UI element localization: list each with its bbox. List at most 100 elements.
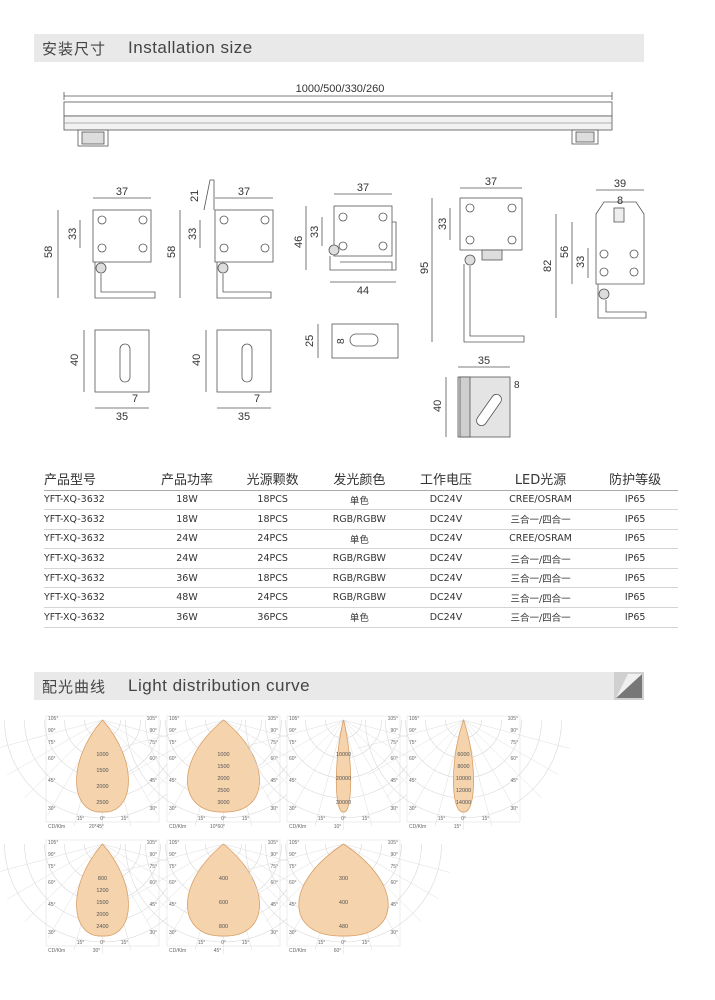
light-lobe — [187, 843, 260, 937]
table-cell: RGB/RGBW — [315, 509, 404, 530]
angle-label: 75° — [149, 740, 157, 746]
polar-curve-6: 400600800105°105°90°90°75°75°60°60°45°45… — [117, 839, 330, 954]
angle-label: 30° — [48, 930, 56, 936]
polar-grid-spoke — [128, 719, 224, 776]
unit-label: CD/Klm — [169, 948, 186, 954]
bracket5-hole: 33 — [575, 256, 587, 268]
angle-label: 30° — [270, 806, 278, 812]
section-header-light-distribution: 配光曲线 Light distribution curve — [34, 672, 644, 700]
angle-label: 45° — [390, 902, 398, 908]
angle-label: 90° — [169, 728, 177, 734]
section-header-installation: 安装尺寸 Installation size — [34, 34, 644, 62]
table-cell: 48W — [144, 587, 230, 609]
angle-label: 45° — [149, 778, 157, 784]
angle-label: 60° — [289, 756, 297, 762]
angle-label: 105° — [169, 840, 179, 846]
angle-label: 0° — [341, 816, 346, 822]
curve-value-label: 1000 — [217, 752, 229, 758]
plate4-height: 40 — [432, 400, 444, 412]
angle-label: 15° — [77, 816, 85, 822]
polar-grid-spoke — [463, 719, 542, 798]
angle-label: 15° — [121, 816, 129, 822]
angle-label: 0° — [221, 940, 226, 946]
polar-grid-spoke — [314, 719, 344, 827]
polar-grid-spoke — [463, 719, 570, 749]
bracket-view-2: 37 21 58 33 — [166, 179, 274, 299]
angle-label: 75° — [390, 864, 398, 870]
table-cell: 24W — [144, 548, 230, 569]
angle-label: 15° — [198, 940, 206, 946]
bracket2-width: 37 — [238, 186, 250, 198]
angle-label: 60° — [149, 756, 157, 762]
table-cell: 24PCS — [229, 587, 316, 609]
polar-grid-spoke — [237, 719, 344, 749]
table-cell: IP65 — [592, 607, 678, 628]
curve-value-label: 10000 — [336, 752, 351, 758]
angle-label: 45° — [149, 902, 157, 908]
table-cell: DC24V — [403, 568, 489, 589]
angle-label: 15° — [362, 940, 370, 946]
angle-label: 45° — [169, 778, 177, 784]
polar-grid-spoke — [248, 843, 344, 900]
angle-label: 90° — [289, 852, 297, 858]
plate1-width: 35 — [116, 411, 128, 423]
angle-label: 30° — [270, 930, 278, 936]
angle-label: 90° — [390, 852, 398, 858]
polar-curve-4: 60008000100001200014000105°105°90°90°75°… — [357, 715, 570, 830]
angle-label: 90° — [390, 728, 398, 734]
light-lobe — [76, 843, 129, 937]
polar-curve-7: 300400480105°105°90°90°75°75°60°60°45°45… — [237, 839, 450, 954]
polar-grid-spoke — [248, 719, 344, 776]
beam-angle-label: 20*45° — [89, 824, 104, 830]
angle-label: 105° — [48, 840, 58, 846]
angle-label: 60° — [390, 880, 398, 886]
polar-grid-spoke — [463, 719, 559, 776]
curve-value-label: 1500 — [217, 764, 229, 770]
polar-grid-spoke — [7, 719, 103, 776]
angle-label: 60° — [270, 756, 278, 762]
bracket3-base: 44 — [357, 285, 369, 297]
angle-label: 45° — [270, 778, 278, 784]
plate1-height: 40 — [69, 354, 81, 366]
polar-grid-spoke — [343, 843, 439, 900]
plate2-slot: 7 — [254, 393, 260, 405]
angle-label: 45° — [48, 902, 56, 908]
angle-label: 30° — [48, 806, 56, 812]
angle-label: 0° — [100, 940, 105, 946]
header-color: 发光颜色 — [315, 468, 404, 491]
polar-grid-spoke — [0, 719, 103, 748]
table-cell: IP65 — [592, 587, 678, 609]
table-cell: 18W — [144, 509, 230, 530]
polar-curve-5: 8001200150020002400105°105°90°90°75°75°6… — [0, 839, 209, 954]
plate4-width: 35 — [478, 355, 490, 367]
table-cell: 24PCS — [229, 548, 316, 569]
table-cell: 三合一/四合一 — [488, 568, 593, 589]
table-cell: DC24V — [403, 509, 489, 530]
table-cell: 36PCS — [229, 607, 316, 628]
unit-label: CD/Klm — [289, 824, 306, 830]
angle-label: 45° — [48, 778, 56, 784]
angle-label: 75° — [48, 740, 56, 746]
polar-grid-spoke — [237, 843, 344, 873]
angle-label: 60° — [409, 756, 417, 762]
angle-label: 30° — [289, 930, 297, 936]
curve-value-label: 3000 — [217, 800, 229, 806]
beam-angle-label: 15° — [454, 824, 462, 830]
bracket1-height: 58 — [43, 246, 55, 258]
angle-label: 30° — [149, 930, 157, 936]
angle-label: 90° — [510, 728, 518, 734]
polar-grid-spoke — [117, 843, 224, 873]
table-cell: YFT-XQ-3632 — [44, 509, 145, 530]
light-lobe — [453, 718, 474, 813]
angle-label: 15° — [482, 816, 490, 822]
table-cell: 三合一/四合一 — [488, 607, 593, 628]
plate3-slot: 8 — [336, 338, 347, 344]
curve-value-label: 400 — [219, 876, 228, 882]
table-cell: 三合一/四合一 — [488, 587, 593, 609]
angle-label: 90° — [409, 728, 417, 734]
table-cell: 18PCS — [229, 568, 316, 589]
angle-label: 75° — [149, 864, 157, 870]
header-led-count: 光源颗数 — [229, 468, 316, 491]
polar-grid-spoke — [0, 843, 103, 872]
bracket5-mid: 56 — [559, 246, 571, 258]
